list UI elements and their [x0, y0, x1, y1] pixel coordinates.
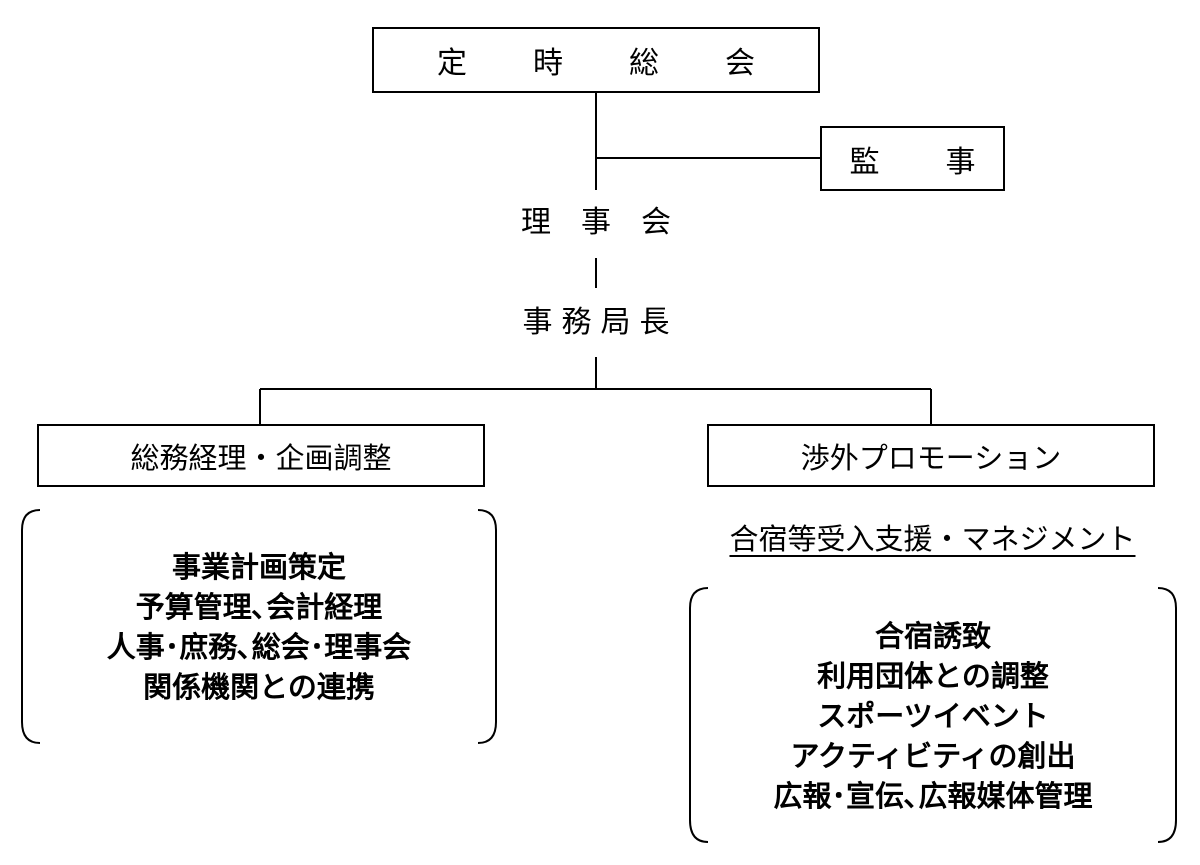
- list-item: 予算管理､会計経理: [135, 590, 383, 624]
- admin-dept-box: 総務経理・企画調整: [37, 424, 485, 487]
- external-brackets: [689, 587, 1177, 843]
- admin-duties-list: 事業計画策定 予算管理､会計経理 人事･庶務､総会･理事会 関係機関との連携: [40, 512, 478, 742]
- external-dept-label: 渉外プロモーション: [800, 440, 1062, 475]
- list-item: 事業計画策定: [171, 550, 346, 584]
- external-dept-box: 渉外プロモーション: [707, 424, 1155, 487]
- secretary-general-label: 事務局長: [522, 305, 679, 340]
- auditor-box: 監 事: [820, 126, 1005, 191]
- list-item: 関係機関との連携: [143, 670, 375, 704]
- general-meeting-box: 定 時 総 会: [372, 27, 820, 93]
- auditor-label: 監 事: [849, 144, 994, 180]
- list-item: 人事･庶務､総会･理事会: [106, 630, 412, 664]
- list-item: アクティビティの創出: [790, 739, 1076, 773]
- external-duties-list: 合宿誘致 利用団体との調整 スポーツイベント アクティビティの創出 広報･宣伝､…: [708, 600, 1158, 832]
- admin-brackets: [21, 509, 497, 744]
- list-item: 合宿誘致: [874, 619, 991, 653]
- list-item: 利用団体との調整: [817, 659, 1049, 693]
- general-meeting-label: 定 時 総 会: [437, 46, 773, 81]
- list-item: 広報･宣伝､広報媒体管理: [773, 779, 1093, 813]
- external-subtitle: 合宿等受入支援・マネジメント: [729, 522, 1136, 556]
- board-label: 理 事 会: [521, 205, 671, 240]
- admin-dept-label: 総務経理・企画調整: [130, 440, 392, 475]
- list-item: スポーツイベント: [817, 699, 1049, 733]
